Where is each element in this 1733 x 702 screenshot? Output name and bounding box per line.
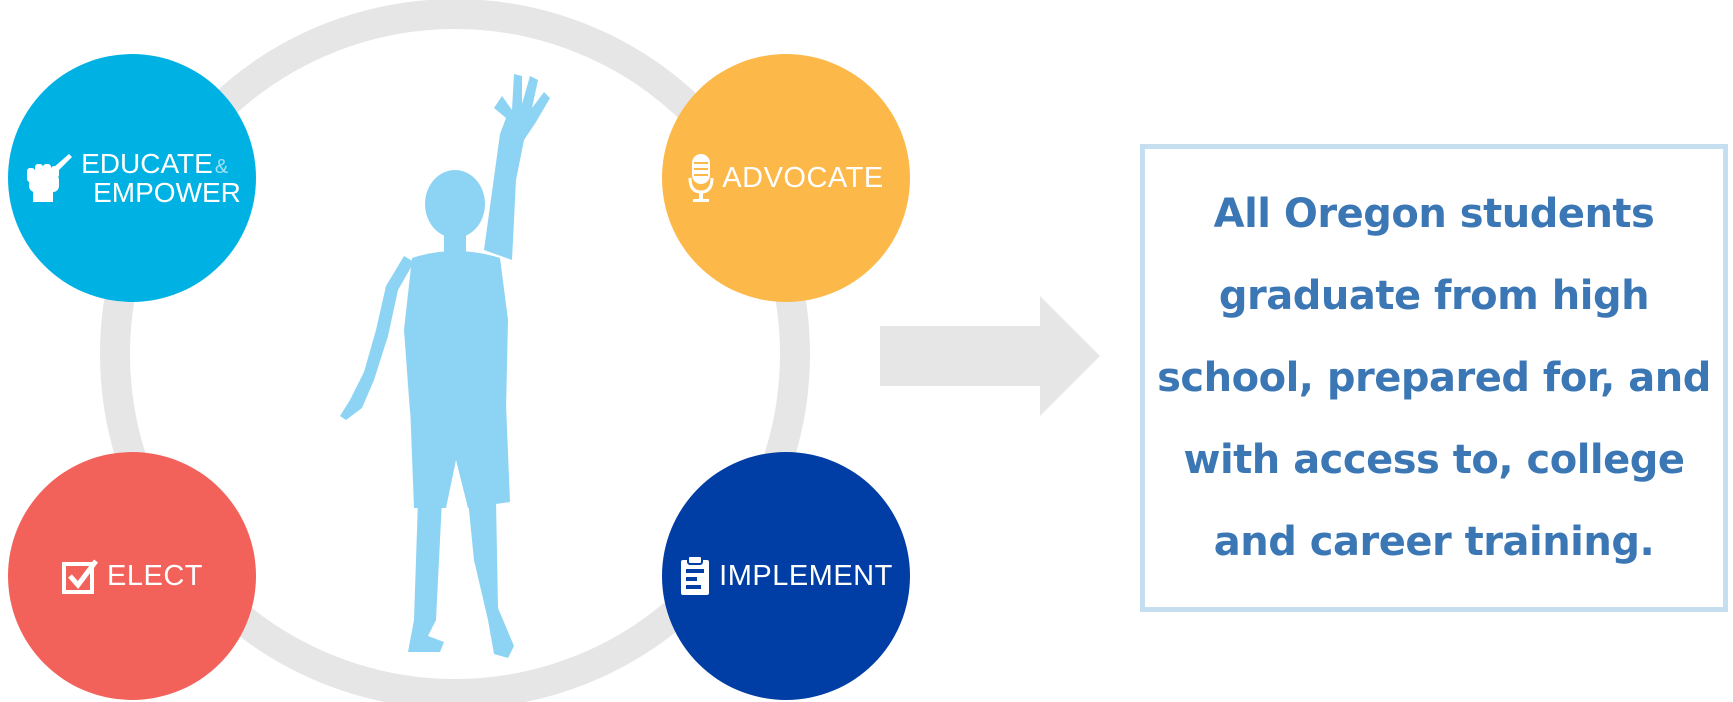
checkbox-icon — [61, 557, 99, 595]
clipboard-icon — [679, 555, 711, 597]
outcome-statement: All Oregon students graduate from high s… — [1157, 191, 1711, 565]
outcome-statement-box: All Oregon students graduate from high s… — [1140, 144, 1728, 612]
fist-pencil-icon — [23, 152, 73, 204]
empower-label: EMPOWER — [93, 177, 241, 208]
educate-label: EDUCATE — [81, 147, 213, 179]
implement-label: IMPLEMENT — [719, 559, 893, 592]
advocate-label: ADVOCATE — [722, 161, 884, 194]
child-silhouette-icon — [340, 74, 550, 658]
elect-node: ELECT — [8, 452, 256, 700]
ampersand-label: & — [214, 155, 229, 178]
advocate-node: ADVOCATE — [662, 54, 910, 302]
microphone-icon — [688, 152, 714, 204]
elect-label: ELECT — [107, 559, 203, 592]
implement-node: IMPLEMENT — [662, 452, 910, 700]
right-arrow-icon — [880, 296, 1100, 416]
cycle-ring — [100, 0, 810, 702]
educate-empower-node: EDUCATE& EMPOWER — [8, 54, 256, 302]
